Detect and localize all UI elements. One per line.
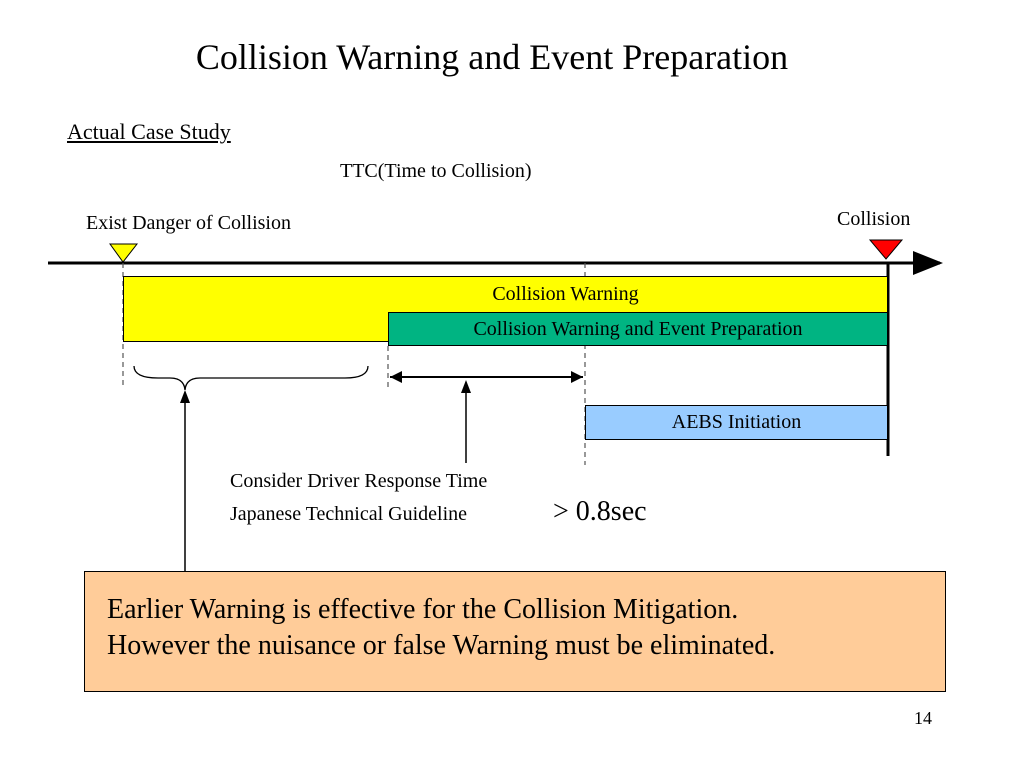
warning-event-prep-label: Collision Warning and Event Preparation	[473, 317, 803, 340]
conclusion-note: Earlier Warning is effective for the Col…	[84, 571, 946, 692]
collision-label: Collision	[837, 208, 911, 230]
collision-marker-icon	[868, 239, 904, 260]
danger-marker-icon	[109, 243, 139, 263]
driver-response-text: Consider Driver Response Time	[230, 470, 488, 492]
slide-title: Collision Warning and Event Preparation	[195, 37, 789, 77]
threshold-value: > 0.8sec	[553, 496, 647, 527]
early-warning-brace	[133, 365, 369, 391]
note-line-2: However the nuisance or false Warning mu…	[107, 630, 776, 661]
case-study-subtitle: Actual Case Study	[67, 119, 231, 144]
aebs-initiation-label: AEBS Initiation	[671, 411, 802, 433]
aebs-initiation-bar: AEBS Initiation	[585, 405, 888, 440]
danger-start-label: Exist Danger of Collision	[86, 212, 291, 234]
guideline-text: Japanese Technical Guideline	[230, 503, 468, 525]
note-line-1: Earlier Warning is effective for the Col…	[107, 594, 739, 625]
page-number: 14	[914, 708, 932, 728]
collision-warning-label: Collision Warning	[492, 283, 639, 305]
ttc-axis-label: TTC(Time to Collision)	[340, 160, 532, 182]
warning-event-prep-bar: Collision Warning and Event Preparation	[388, 312, 888, 346]
